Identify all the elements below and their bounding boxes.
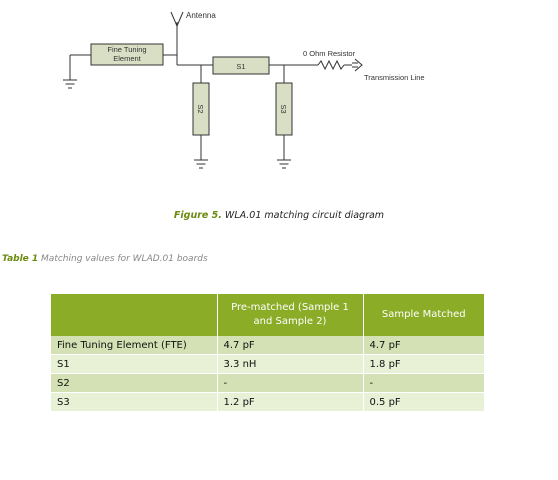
table-cell-component: S1 [51, 354, 218, 374]
table-cell-pre-matched: - [217, 373, 364, 393]
matching-values-table: Pre-matched (Sample 1 and Sample 2) Samp… [51, 294, 484, 412]
table-caption: Table 1 Matching values for WLAD.01 boar… [2, 254, 208, 264]
table-cell-pre-matched: 1.2 pF [217, 392, 364, 412]
table-cell-component: Fine Tuning Element (FTE) [51, 336, 218, 355]
fine-tuning-element-box [90, 43, 164, 66]
figure-caption-label: Figure 5. [173, 210, 222, 221]
table-cell-sample-matched: 4.7 pF [363, 336, 484, 355]
table-cell-sample-matched: 0.5 pF [363, 392, 484, 412]
table-cell-pre-matched: 3.3 nH [217, 354, 364, 374]
antenna-label: Antenna [186, 11, 216, 20]
s2-label: S2 [196, 104, 205, 113]
ground-symbol-left [63, 79, 77, 89]
s3-label: S3 [279, 104, 288, 113]
table-row: S3 1.2 pF 0.5 pF [51, 392, 484, 412]
s1-component-box [212, 56, 270, 75]
table-caption-label: Table 1 [2, 254, 39, 264]
table-cell-component: S2 [51, 373, 218, 393]
header-cell-pre-matched: Pre-matched (Sample 1 and Sample 2) [217, 294, 364, 336]
resistor-symbol [317, 59, 345, 71]
table-row: Fine Tuning Element (FTE) 4.7 pF 4.7 pF [51, 336, 484, 355]
table-caption-text: Matching values for WLAD.01 boards [41, 254, 208, 264]
s3-component-box [275, 82, 293, 136]
transmission-line-label: Transmission Line [364, 73, 425, 82]
fte-label-line1: Fine Tuning [107, 45, 146, 54]
ground-symbol-s2 [194, 159, 208, 169]
ground-symbol-s3 [277, 159, 291, 169]
table-row: S1 3.3 nH 1.8 pF [51, 354, 484, 374]
figure-caption: Figure 5. WLA.01 matching circuit diagra… [0, 210, 558, 221]
figure-caption-text: WLA.01 matching circuit diagram [224, 210, 385, 221]
resistor-label: 0 Ohm Resistor [303, 49, 356, 58]
table-header-row: Pre-matched (Sample 1 and Sample 2) Samp… [51, 294, 484, 336]
s1-label: S1 [236, 62, 245, 71]
fte-label-line2: Element [113, 54, 141, 63]
table-cell-sample-matched: - [363, 373, 484, 393]
s2-component-box [192, 82, 210, 136]
header-cell-blank [51, 294, 218, 336]
matching-circuit-diagram: Antenna Fine Tuning Element S1 S2 S3 0 O… [63, 11, 425, 169]
table-cell-component: S3 [51, 392, 218, 412]
transmission-line-arrow [352, 58, 363, 72]
table-cell-sample-matched: 1.8 pF [363, 354, 484, 374]
header-cell-sample-matched: Sample Matched [363, 294, 484, 336]
table-row: S2 - - [51, 373, 484, 393]
table-cell-pre-matched: 4.7 pF [217, 336, 364, 355]
